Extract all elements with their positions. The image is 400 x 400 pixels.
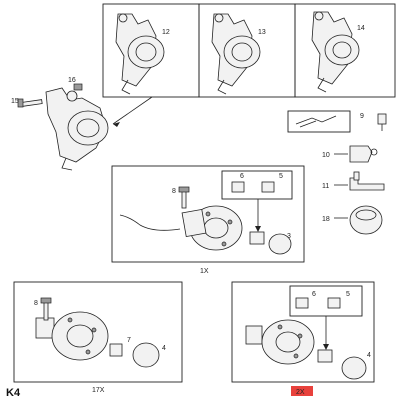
assembly-17x-cap-4 [132, 342, 160, 368]
steering-knuckle-variant-14 [311, 11, 360, 93]
assembly-2x-pointer-arrowhead [323, 344, 329, 350]
assembly-1x-bolt-8 [178, 186, 190, 209]
side-part-9 [287, 110, 387, 133]
side-part-10-label: 10 [322, 152, 330, 159]
assembly-1x-nut-6 [231, 181, 245, 193]
assembly-2x-callout-4: 4 [367, 352, 371, 359]
assembly-1x-quantity: 1X [200, 268, 209, 275]
page-code: K4 [6, 387, 21, 399]
assembly-1x-cap-3 [268, 233, 292, 255]
variant-box-14 [294, 3, 396, 98]
assembly-17x-callout-4: 4 [162, 345, 166, 352]
assembly-2x-box [231, 281, 375, 383]
assembly-1x-inset [221, 170, 293, 200]
assembly-17x-callout-7: 7 [127, 337, 131, 344]
assembly-1x-nut-lower [249, 231, 265, 245]
assembly-2x-callout-6: 6 [312, 291, 316, 298]
assembly-1x-callout-5: 5 [279, 173, 283, 180]
assembly-1x-callout-3: 3 [287, 233, 291, 240]
assembly-17x-box [13, 281, 183, 383]
assembly-2x-nut-6 [295, 297, 309, 309]
assembly-2x-nut-lower [317, 349, 333, 363]
assembly-17x-bolt-8 [40, 297, 52, 321]
assembly-2x-cap-4 [341, 356, 367, 380]
steering-knuckle-main [45, 87, 109, 171]
variant-pointer-line [112, 96, 153, 125]
variant-13-label: 13 [258, 29, 266, 36]
assembly-2x-quantity-highlight [291, 386, 313, 396]
side-part-11-label: 11 [322, 183, 329, 190]
bolt-callout-15: 15 [11, 98, 19, 105]
variant-12-label: 12 [162, 29, 170, 36]
assembly-2x-nut-5 [327, 297, 341, 309]
side-part-18-label: 18 [322, 216, 330, 223]
side-part-18-cap [334, 205, 383, 235]
side-part-10 [334, 145, 378, 163]
side-part-11 [334, 171, 385, 191]
variant-pointer-arrowhead [113, 122, 120, 127]
steering-knuckle-variant-12 [115, 13, 165, 95]
assembly-17x-callout-8: 8 [34, 300, 38, 307]
assembly-1x-nut-5 [261, 181, 275, 193]
steering-knuckle-variant-13 [211, 13, 261, 95]
variant-14-label: 14 [357, 25, 365, 32]
side-part-9-label: 9 [360, 113, 364, 120]
assembly-17x-nut-7 [109, 343, 123, 357]
assembly-1x-box [111, 165, 305, 263]
knuckle-bolt-15 [17, 98, 43, 108]
knuckle-nut-16 [73, 83, 83, 91]
assembly-1x-pointer-arrowhead [255, 226, 261, 232]
nut-callout-16: 16 [68, 77, 76, 84]
assembly-17x-hub [35, 311, 109, 361]
assembly-2x-hub [245, 319, 315, 365]
assembly-17x-quantity: 17X [92, 387, 105, 394]
assembly-1x-hub [119, 205, 243, 251]
assembly-2x-callout-5: 5 [346, 291, 350, 298]
assembly-2x-quantity: 2X [296, 389, 305, 396]
assembly-1x-callout-8: 8 [172, 188, 176, 195]
assembly-1x-callout-6: 6 [240, 173, 244, 180]
